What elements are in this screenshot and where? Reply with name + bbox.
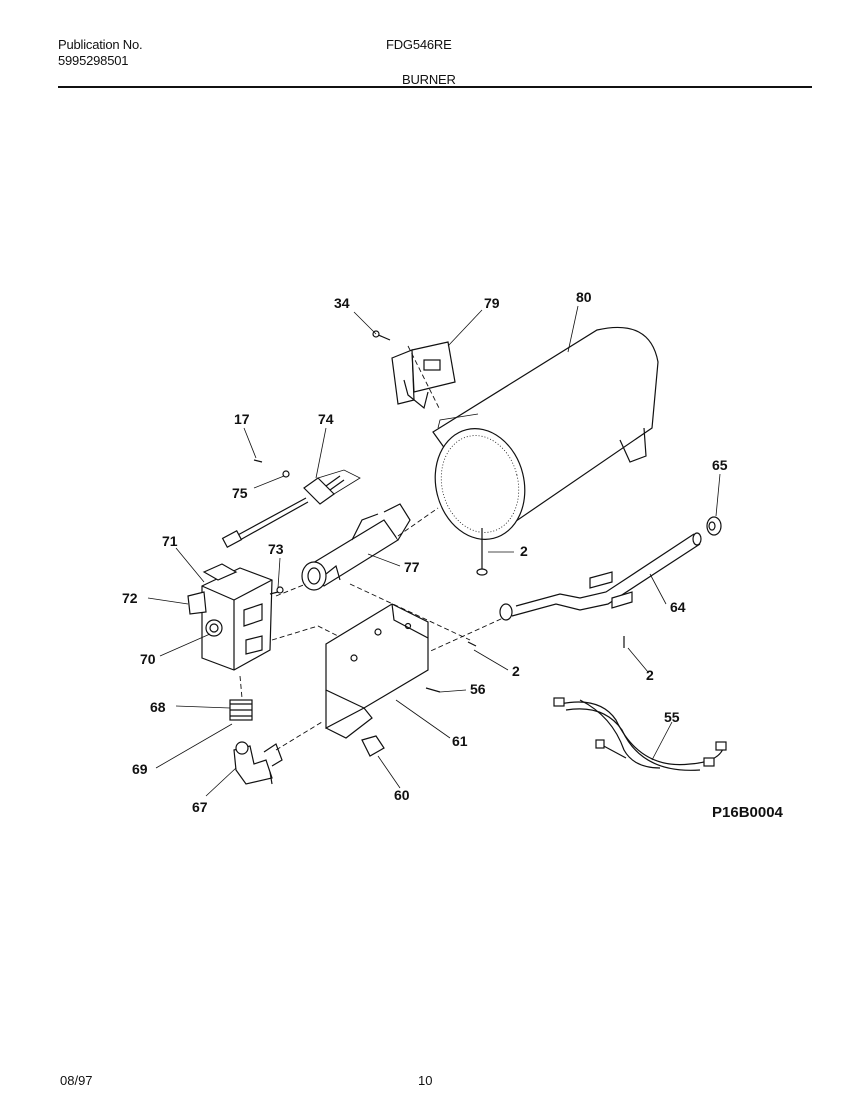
callout-71: 71 bbox=[162, 533, 178, 549]
part-79-flame-sensor bbox=[391, 341, 456, 410]
callout-61: 61 bbox=[452, 733, 468, 749]
callout-17: 17 bbox=[234, 411, 250, 427]
part-34-screw bbox=[372, 330, 391, 341]
part-70-gas-valve bbox=[187, 563, 284, 671]
part-56-screw bbox=[425, 687, 441, 693]
diagram-reference-code: P16B0004 bbox=[712, 804, 783, 821]
part-64-gas-tube bbox=[499, 532, 702, 621]
part-2-screws bbox=[467, 528, 625, 648]
alignment-line-elbow bbox=[275, 721, 323, 751]
callout-72: 72 bbox=[122, 590, 138, 606]
alignment-line-fitting bbox=[239, 675, 243, 699]
callout-68: 68 bbox=[150, 699, 166, 715]
callout-2-drum: 2 bbox=[520, 543, 528, 559]
alignment-line-tube bbox=[275, 583, 307, 597]
callout-2-bracket: 2 bbox=[512, 663, 520, 679]
callout-55: 55 bbox=[664, 709, 680, 725]
callout-67: 67 bbox=[192, 799, 208, 815]
callout-69: 69 bbox=[132, 761, 148, 777]
alignment-line-bracket bbox=[349, 583, 471, 641]
callout-77: 77 bbox=[404, 559, 420, 575]
callout-79: 79 bbox=[484, 295, 500, 311]
callout-64: 64 bbox=[670, 599, 686, 615]
page-number: 10 bbox=[418, 1073, 433, 1088]
callout-60: 60 bbox=[394, 787, 410, 803]
part-77-burner-tube bbox=[301, 503, 411, 591]
part-74-igniter bbox=[221, 469, 361, 548]
part-80-burner-drum bbox=[432, 326, 659, 540]
part-60-clip bbox=[361, 735, 385, 757]
publication-number: 5995298501 bbox=[58, 53, 129, 68]
callout-74: 74 bbox=[318, 411, 334, 427]
publication-label: Publication No. bbox=[58, 37, 143, 52]
alignment-line-drum bbox=[397, 507, 439, 537]
callout-70: 70 bbox=[140, 651, 156, 667]
part-55-wire-harness bbox=[553, 697, 727, 771]
callout-2-tube: 2 bbox=[646, 667, 654, 683]
part-75-washer bbox=[282, 470, 290, 478]
part-67-elbow bbox=[233, 741, 283, 785]
callout-75: 75 bbox=[232, 485, 248, 501]
section-title: BURNER bbox=[402, 72, 456, 87]
leader-lines bbox=[147, 305, 721, 797]
callout-34: 34 bbox=[334, 295, 350, 311]
model-number: FDG546RE bbox=[386, 37, 452, 52]
header-rule bbox=[58, 86, 812, 88]
alignment-line-sensor bbox=[407, 345, 441, 411]
part-68-fitting bbox=[229, 699, 253, 721]
callout-73: 73 bbox=[268, 541, 284, 557]
part-65-orifice-cap bbox=[706, 516, 722, 536]
callout-65: 65 bbox=[712, 457, 728, 473]
footer-date: 08/97 bbox=[60, 1073, 93, 1088]
callout-80: 80 bbox=[576, 289, 592, 305]
callout-56: 56 bbox=[470, 681, 486, 697]
part-61-burner-bracket bbox=[325, 603, 429, 739]
part-17-screw bbox=[253, 459, 263, 463]
